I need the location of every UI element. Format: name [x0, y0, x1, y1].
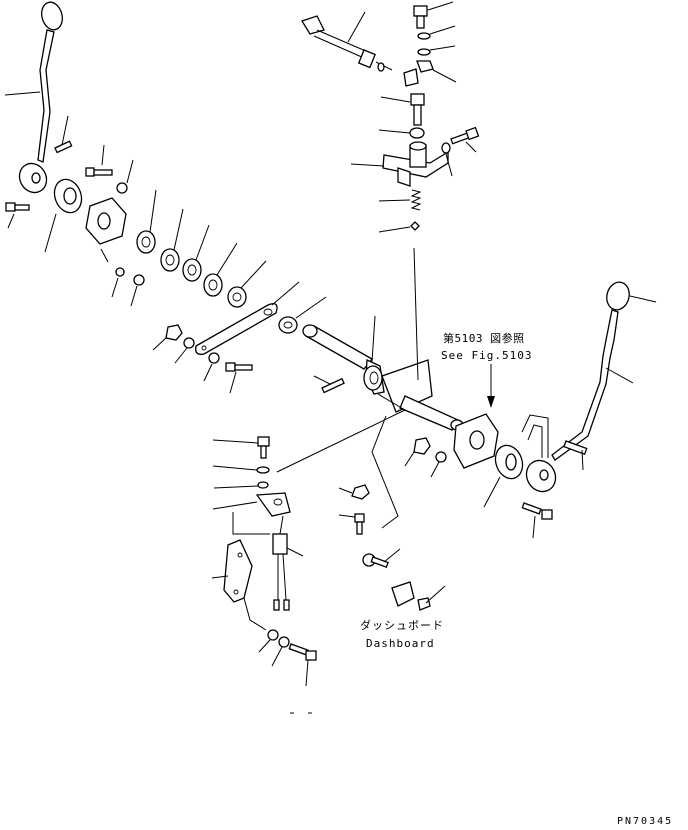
dashboard-clip — [391, 581, 446, 611]
lower-ball-joint — [338, 415, 401, 569]
center-cross-shaft — [302, 247, 464, 431]
left-link-arm — [195, 281, 327, 355]
left-small-nuts — [111, 267, 145, 307]
lower-bracket — [211, 512, 270, 631]
left-bolt-1 — [5, 202, 30, 229]
upper-bolt-stack — [403, 1, 457, 87]
right-pin — [563, 440, 588, 471]
left-washers — [136, 189, 267, 308]
right-bearing-flange — [483, 444, 524, 508]
part-number: PN70345 — [617, 816, 674, 827]
center-bolt-and-nut — [378, 93, 425, 139]
lower-cable — [272, 515, 304, 611]
left-bolt-2 — [85, 144, 134, 194]
dashboard-label-jp: ダッシュボード — [360, 619, 444, 632]
lower-linkage-rod — [276, 393, 406, 473]
right-shift-lever — [521, 281, 657, 493]
see-fig-label-jp: 第5103 図参照 — [443, 332, 525, 345]
left-shift-lever — [4, 1, 63, 194]
left-plate — [85, 197, 127, 263]
see-fig-label-en: See Fig.5103 — [441, 349, 533, 362]
left-nut-washer — [152, 324, 253, 394]
lower-bolt-stack — [212, 436, 291, 517]
right-plate — [453, 413, 499, 469]
right-nut-washer — [404, 437, 447, 478]
center-spring — [378, 189, 422, 233]
center-bracket — [350, 126, 480, 187]
see-fig-arrow — [487, 364, 495, 408]
upper-cable — [301, 11, 393, 72]
dashboard-label-en: Dashboard — [366, 637, 435, 650]
left-pin — [54, 115, 73, 154]
left-bearing-flange — [44, 178, 83, 253]
right-bolt — [521, 502, 553, 539]
lower-bolt-washers — [258, 629, 317, 714]
